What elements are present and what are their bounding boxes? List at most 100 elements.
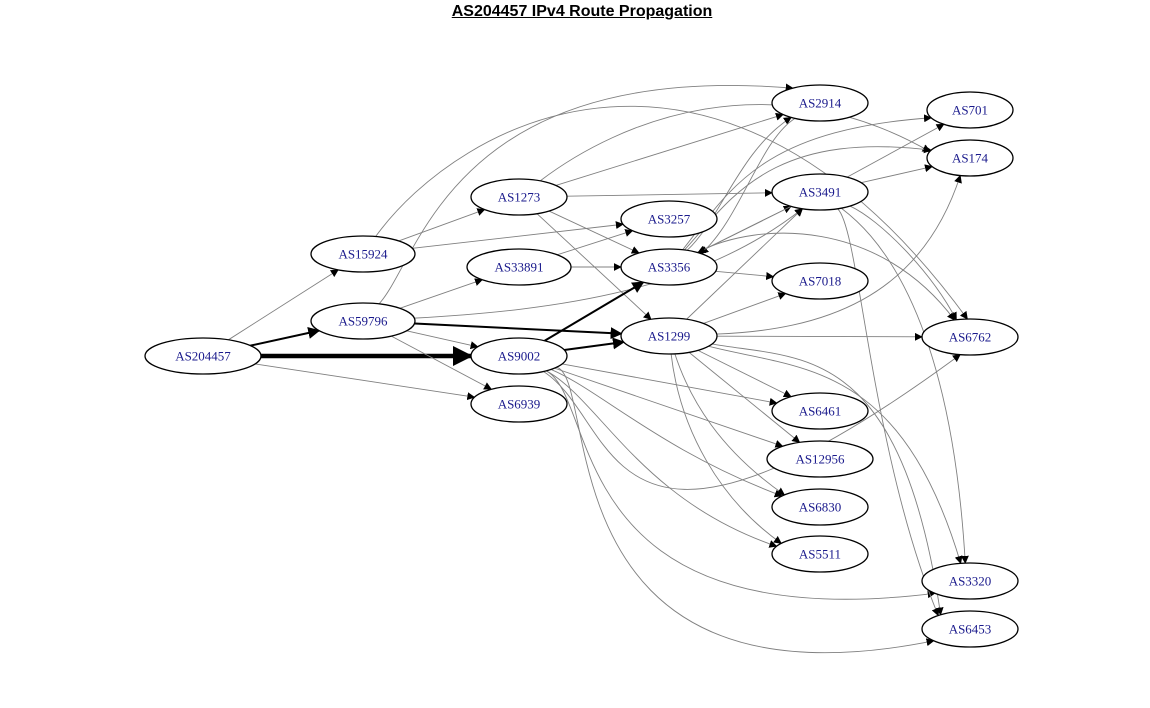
- node-ellipse: [766, 440, 874, 478]
- node-as5511[interactable]: AS5511: [771, 535, 869, 573]
- edge-as9002-to-as3356: [544, 281, 645, 342]
- node-ellipse: [470, 178, 568, 216]
- node-as174[interactable]: AS174: [926, 139, 1014, 177]
- node-as3356[interactable]: AS3356: [620, 248, 718, 286]
- node-label: AS12956: [795, 452, 845, 467]
- node-label: AS3257: [648, 212, 691, 227]
- node-label: AS3356: [648, 260, 691, 275]
- node-label: AS59796: [338, 314, 388, 329]
- edge-as1299-to-as7018: [703, 292, 787, 324]
- node-as59796[interactable]: AS59796: [310, 302, 416, 340]
- edge-as1299-to-as3491: [686, 208, 804, 320]
- node-as3491[interactable]: AS3491: [771, 173, 869, 211]
- edge-as59796-to-as9002: [406, 330, 479, 350]
- node-as6939[interactable]: AS6939: [470, 385, 568, 423]
- edge-as9002-to-as6453: [556, 366, 935, 654]
- node-ellipse: [144, 337, 262, 375]
- node-as15924[interactable]: AS15924: [310, 235, 416, 273]
- edge-as1299-to-as3320: [708, 345, 963, 565]
- node-label: AS6453: [949, 622, 992, 637]
- node-label: AS1273: [498, 190, 541, 205]
- edge-as3356-to-as2914: [686, 116, 792, 251]
- edge-as59796-to-as6939: [391, 335, 493, 390]
- edge-as204457-to-as15924: [228, 269, 339, 341]
- node-ellipse: [771, 262, 869, 300]
- edge-as9002-to-as6461: [562, 363, 778, 406]
- edge-as1273-to-as3491: [566, 188, 773, 197]
- edge-as9002-to-as1299: [564, 337, 625, 351]
- graph-title: AS204457 IPv4 Route Propagation: [451, 3, 713, 20]
- node-as12956[interactable]: AS12956: [766, 440, 874, 478]
- edge-as1299-to-as12956: [688, 352, 801, 443]
- edge-as3491-to-as701: [846, 123, 945, 178]
- node-ellipse: [620, 200, 718, 238]
- edge-as1299-to-as6461: [697, 349, 792, 398]
- edge-as9002-to-as6830: [550, 369, 783, 498]
- edge-as3491-to-as6762: [849, 205, 957, 321]
- edge-as3491-to-as3320: [840, 207, 969, 564]
- node-label: AS5511: [799, 547, 841, 562]
- node-as204457[interactable]: AS204457: [144, 337, 262, 375]
- edge-as33891-to-as3257: [557, 229, 634, 256]
- node-label: AS7018: [799, 274, 842, 289]
- edge-as59796-to-as33891: [399, 278, 483, 309]
- node-label: AS6762: [949, 330, 992, 345]
- node-ellipse: [771, 392, 869, 430]
- node-label: AS6461: [799, 404, 842, 419]
- node-label: AS174: [952, 151, 989, 166]
- node-as6453[interactable]: AS6453: [921, 610, 1019, 648]
- edge-as3491-to-as3356: [697, 205, 792, 254]
- node-label: AS2914: [799, 96, 842, 111]
- node-ellipse: [771, 535, 869, 573]
- node-ellipse: [620, 317, 718, 355]
- edge-as204457-to-as59796: [250, 327, 321, 347]
- edge-as15924-to-as3257: [412, 221, 624, 249]
- node-ellipse: [771, 84, 869, 122]
- edge-as1273-to-as2914: [555, 112, 784, 186]
- edge-as59796-to-as3491: [414, 208, 804, 319]
- edge-as1299-to-as6453: [712, 343, 944, 616]
- node-as9002[interactable]: AS9002: [470, 337, 568, 375]
- node-as6830[interactable]: AS6830: [771, 488, 869, 526]
- edge-as1273-to-as1299: [536, 213, 652, 320]
- node-ellipse: [921, 562, 1019, 600]
- node-as1273[interactable]: AS1273: [470, 178, 568, 216]
- node-as3257[interactable]: AS3257: [620, 200, 718, 238]
- edge-as1273-to-as174: [539, 104, 931, 182]
- node-label: AS3320: [949, 574, 992, 589]
- node-label: AS701: [952, 103, 988, 118]
- edge-as3491-to-as6453: [837, 208, 940, 617]
- node-ellipse: [926, 139, 1014, 177]
- edge-as2914-to-as3356: [700, 117, 796, 255]
- edge-as1299-to-as6830: [674, 353, 786, 496]
- node-ellipse: [620, 248, 718, 286]
- node-ellipse: [310, 235, 416, 273]
- node-label: AS15924: [338, 247, 388, 262]
- edge-as3356-to-as6762: [696, 232, 955, 321]
- node-as33891[interactable]: AS33891: [466, 248, 572, 286]
- node-as6461[interactable]: AS6461: [771, 392, 869, 430]
- node-as7018[interactable]: AS7018: [771, 262, 869, 300]
- node-as1299[interactable]: AS1299: [620, 317, 718, 355]
- node-label: AS9002: [498, 349, 541, 364]
- edge-as1299-to-as6762: [716, 332, 923, 341]
- node-ellipse: [470, 337, 568, 375]
- node-as6762[interactable]: AS6762: [921, 318, 1019, 356]
- node-ellipse: [771, 173, 869, 211]
- edge-as59796-to-as2914: [378, 83, 794, 305]
- node-as701[interactable]: AS701: [926, 91, 1014, 129]
- node-label: AS6830: [799, 500, 842, 515]
- node-label: AS6939: [498, 397, 541, 412]
- edge-as59796-to-as1299: [414, 322, 623, 340]
- node-as2914[interactable]: AS2914: [771, 84, 869, 122]
- node-ellipse: [926, 91, 1014, 129]
- edge-as1299-to-as174: [716, 174, 962, 335]
- edge-as204457-to-as6939: [255, 363, 476, 401]
- node-ellipse: [470, 385, 568, 423]
- node-as3320[interactable]: AS3320: [921, 562, 1019, 600]
- edge-as9002-to-as3320: [546, 370, 936, 600]
- node-ellipse: [310, 302, 416, 340]
- node-ellipse: [466, 248, 572, 286]
